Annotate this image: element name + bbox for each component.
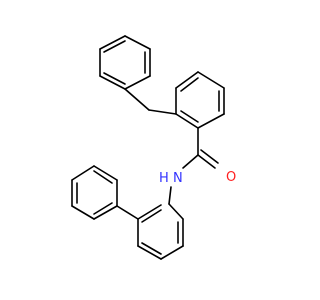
biphenyl-ring-left (71, 165, 118, 220)
nitrogen-atom-label: N (173, 171, 183, 186)
phenyl-ring-top (99, 35, 151, 90)
hydrogen-atom-label: H (159, 171, 169, 186)
biphenyl-ring-right (137, 203, 184, 260)
ethylene-linker (124, 88, 177, 115)
amide-group (168, 127, 219, 205)
oxygen-atom-label: O (226, 170, 236, 185)
biaryl-bond (116, 205, 139, 220)
molecule-structure-diagram: O N H (71, 35, 236, 260)
benzene-ring-center (175, 71, 225, 129)
structure-svg: O N H (71, 35, 236, 260)
